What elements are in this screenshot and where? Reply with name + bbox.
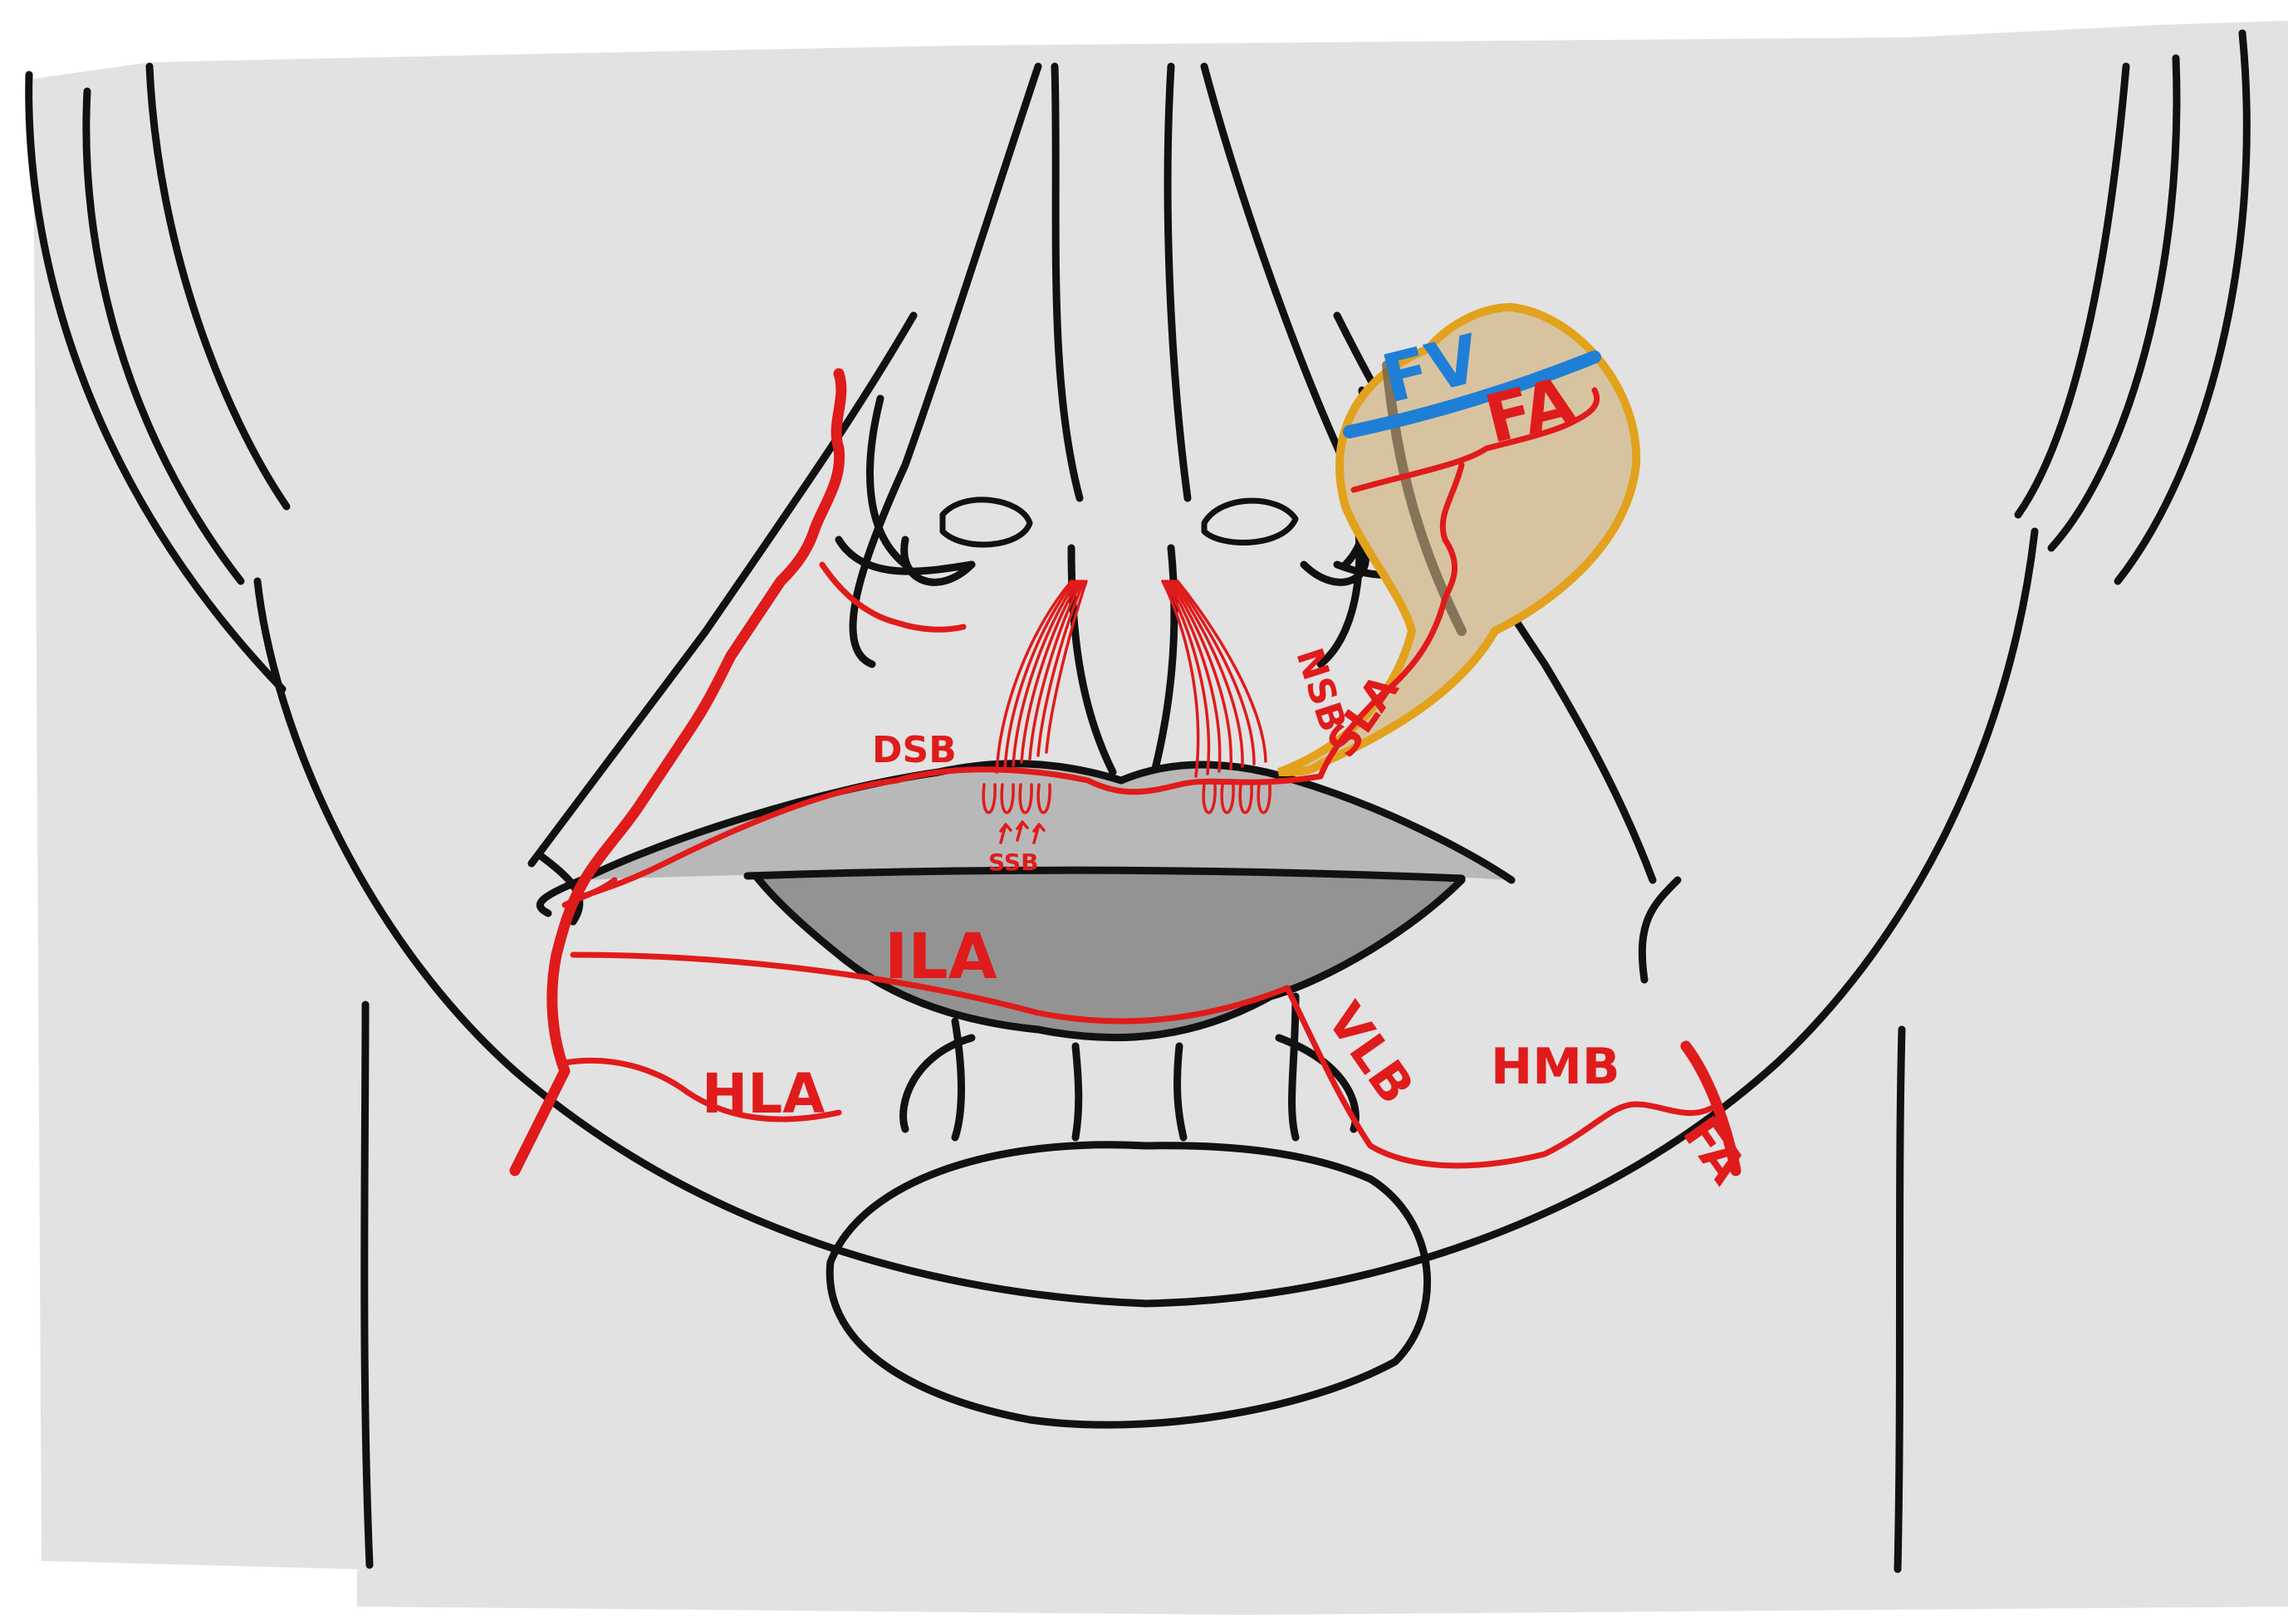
septal-branches xyxy=(982,580,1271,844)
septal-branch xyxy=(1020,580,1080,764)
angular-lower-branch xyxy=(561,877,618,908)
hla-artery xyxy=(561,1057,842,1123)
septal-branch xyxy=(1036,783,1051,814)
septal-branch xyxy=(1220,783,1235,814)
septal-branch xyxy=(1257,783,1271,814)
ssb-arrow xyxy=(999,823,1012,844)
label-ssb: SSB xyxy=(988,849,1038,876)
septal-branch xyxy=(1168,580,1233,770)
septal-branch xyxy=(1028,580,1083,761)
septal-branch xyxy=(1176,580,1267,763)
arteries xyxy=(509,368,1742,1176)
septal-branch xyxy=(1164,580,1211,775)
label-hla: HLA xyxy=(702,1062,825,1126)
septal-branch xyxy=(1238,783,1253,814)
philtrum xyxy=(527,311,1657,884)
label-dsb: DSB xyxy=(872,729,957,771)
septal-branch xyxy=(1166,580,1222,773)
tortuous-artery xyxy=(509,368,847,1176)
fa-lower-artery xyxy=(1680,1040,1742,1176)
septal-branch xyxy=(1202,783,1217,814)
territory-shadow-line xyxy=(1382,360,1467,636)
septal-branch xyxy=(1171,580,1244,768)
septal-branch xyxy=(1161,580,1200,778)
label-hmb: HMB xyxy=(1491,1038,1620,1096)
ssb-arrow xyxy=(1016,820,1029,842)
septal-branch xyxy=(1012,580,1078,767)
ssb-arrow xyxy=(1032,823,1046,844)
sla-artery xyxy=(578,766,1324,900)
fa-upper-artery xyxy=(1350,387,1600,493)
angular-artery xyxy=(1317,462,1465,780)
septal-branch xyxy=(1036,580,1085,757)
septal-branch xyxy=(995,580,1073,774)
face-outline xyxy=(25,29,2251,1573)
label-ila: ILA xyxy=(884,919,997,993)
lateral-nasal-branch xyxy=(819,561,967,633)
lip-outlines xyxy=(536,760,1682,1042)
ila-artery xyxy=(570,951,1291,1025)
septal-branch xyxy=(982,783,997,814)
nose xyxy=(835,62,1466,668)
septal-branch xyxy=(1173,580,1256,766)
vlb-artery xyxy=(1284,985,1714,1169)
septal-branch xyxy=(1045,580,1088,754)
septal-branch xyxy=(1003,580,1075,770)
septal-branch xyxy=(1018,783,1033,814)
lower-lip xyxy=(756,869,1462,1038)
septal-branch xyxy=(1000,783,1015,814)
upper-lip xyxy=(581,763,1511,880)
facial-vein xyxy=(1343,350,1601,438)
